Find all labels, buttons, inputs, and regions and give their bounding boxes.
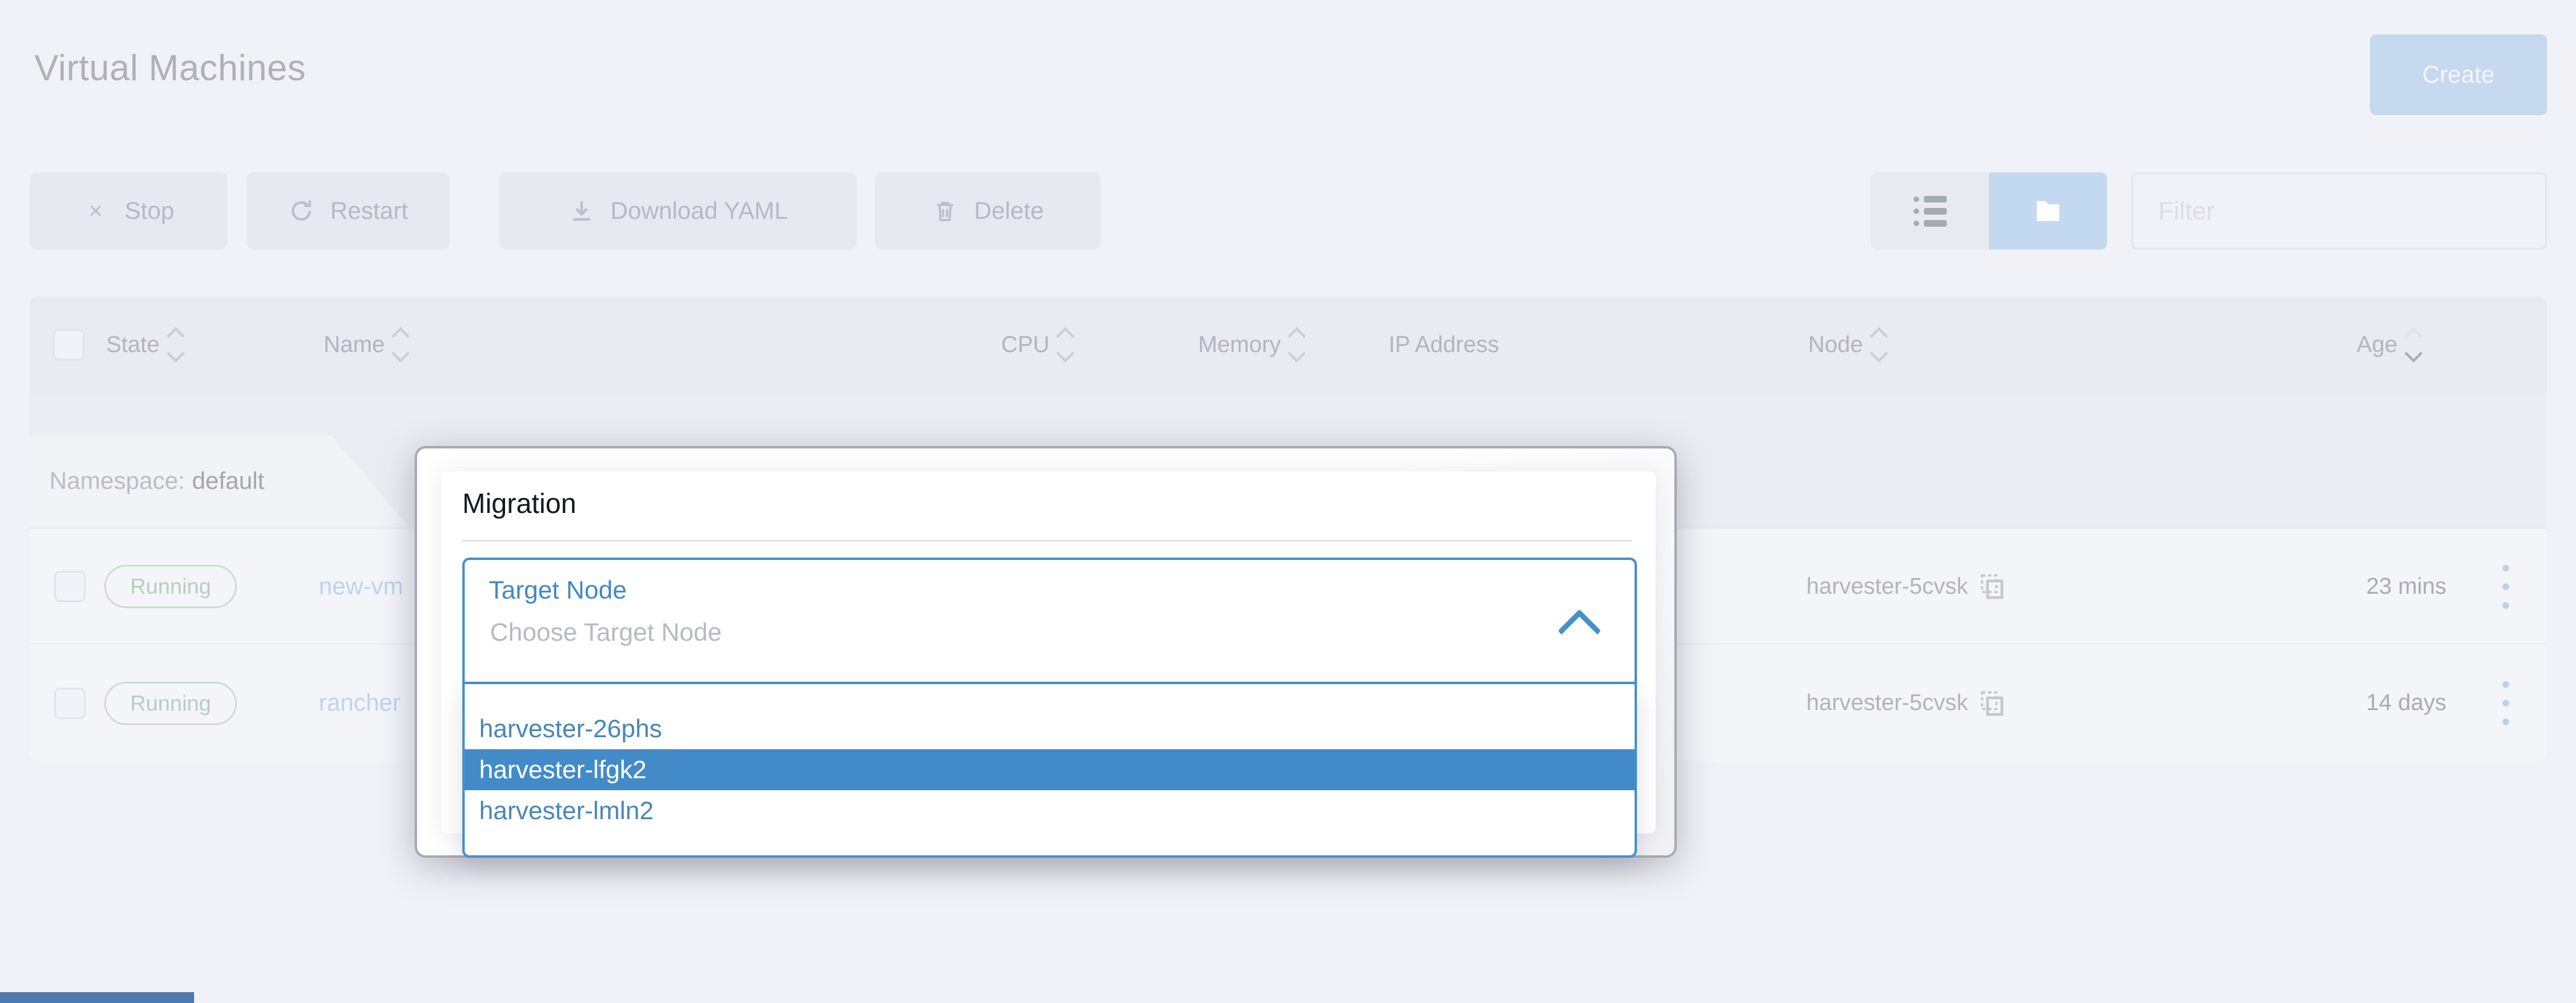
download-yaml-button[interactable]: Download YAML (500, 172, 856, 250)
chevron-up-icon (1557, 609, 1601, 653)
x-icon: × (89, 197, 103, 224)
create-button[interactable]: Create (2370, 34, 2547, 115)
node-name: harvester-5cvsk (1806, 690, 1968, 715)
list-view-toggle[interactable] (1871, 172, 1989, 250)
row-checkbox[interactable] (54, 644, 86, 761)
bottom-edge-element (0, 992, 194, 1003)
filter-input[interactable]: Filter (2131, 172, 2547, 250)
column-header-state[interactable]: State (106, 297, 185, 393)
option-harvester-lfgk2[interactable]: harvester-lfgk2 (465, 749, 1635, 790)
stop-button[interactable]: × Stop (30, 172, 227, 250)
sort-icon-sorted-desc (2404, 327, 2422, 363)
delete-button[interactable]: Delete (875, 172, 1101, 250)
node-name: harvester-5cvsk (1806, 573, 1968, 599)
kebab-icon (2502, 681, 2509, 725)
vm-name-link[interactable]: new-vm (319, 573, 404, 600)
row-checkbox[interactable] (54, 529, 86, 644)
target-node-options: harvester-26phs harvester-lfgk2 harveste… (462, 684, 1637, 858)
vm-name-link[interactable]: rancher (319, 690, 401, 716)
folder-icon (2031, 194, 2065, 228)
page-title: Virtual Machines (34, 48, 306, 88)
stop-button-label: Stop (124, 197, 175, 224)
column-header-memory[interactable]: Memory (1198, 297, 1306, 393)
filter-placeholder: Filter (2158, 197, 2215, 225)
table-header: State Name CPU Memory IP Address Node Ag… (30, 297, 2547, 393)
migration-modal: Migration Target Node Choose Target Node… (415, 446, 1677, 858)
column-header-cpu[interactable]: CPU (1001, 297, 1075, 393)
sort-icon (1870, 327, 1888, 363)
namespace-tab: Namespace: default (30, 435, 409, 527)
copy-icon[interactable] (1979, 572, 2005, 601)
select-all-checkbox[interactable] (53, 297, 84, 393)
target-node-select[interactable]: Target Node Choose Target Node (462, 558, 1637, 684)
column-header-name[interactable]: Name (324, 297, 410, 393)
kebab-icon (2502, 564, 2509, 609)
column-header-age[interactable]: Age (2357, 297, 2422, 393)
sort-icon (1056, 327, 1075, 363)
target-node-label: Target Node (489, 576, 627, 604)
refresh-icon (288, 198, 315, 224)
download-yaml-button-label: Download YAML (610, 197, 788, 224)
view-mode-toggle (1871, 172, 2107, 250)
option-harvester-26phs[interactable]: harvester-26phs (479, 714, 662, 743)
trash-icon (932, 198, 958, 224)
sort-icon (1287, 327, 1306, 363)
status-badge: Running (104, 681, 237, 725)
copy-icon[interactable] (1979, 689, 2005, 718)
namespace-label: Namespace: (49, 468, 185, 494)
column-header-node[interactable]: Node (1808, 297, 1888, 393)
sort-icon (166, 327, 185, 363)
option-harvester-lmln2[interactable]: harvester-lmln2 (479, 796, 654, 825)
row-actions-button[interactable] (2487, 644, 2524, 761)
column-header-ip-address[interactable]: IP Address (1389, 332, 1500, 357)
row-actions-button[interactable] (2487, 529, 2524, 644)
list-icon (1913, 195, 1947, 227)
divider (462, 540, 1632, 541)
download-icon (568, 198, 595, 224)
grouped-view-toggle[interactable] (1989, 172, 2107, 250)
status-badge: Running (104, 565, 237, 608)
namespace-value: default (192, 468, 265, 494)
restart-button-label: Restart (330, 197, 408, 224)
age-value: 14 days (2366, 690, 2446, 715)
modal-title: Migration (462, 488, 577, 519)
restart-button[interactable]: Restart (247, 172, 450, 250)
target-node-placeholder: Choose Target Node (490, 618, 722, 646)
age-value: 23 mins (2366, 573, 2446, 599)
delete-button-label: Delete (974, 197, 1044, 224)
sort-icon (392, 327, 410, 363)
